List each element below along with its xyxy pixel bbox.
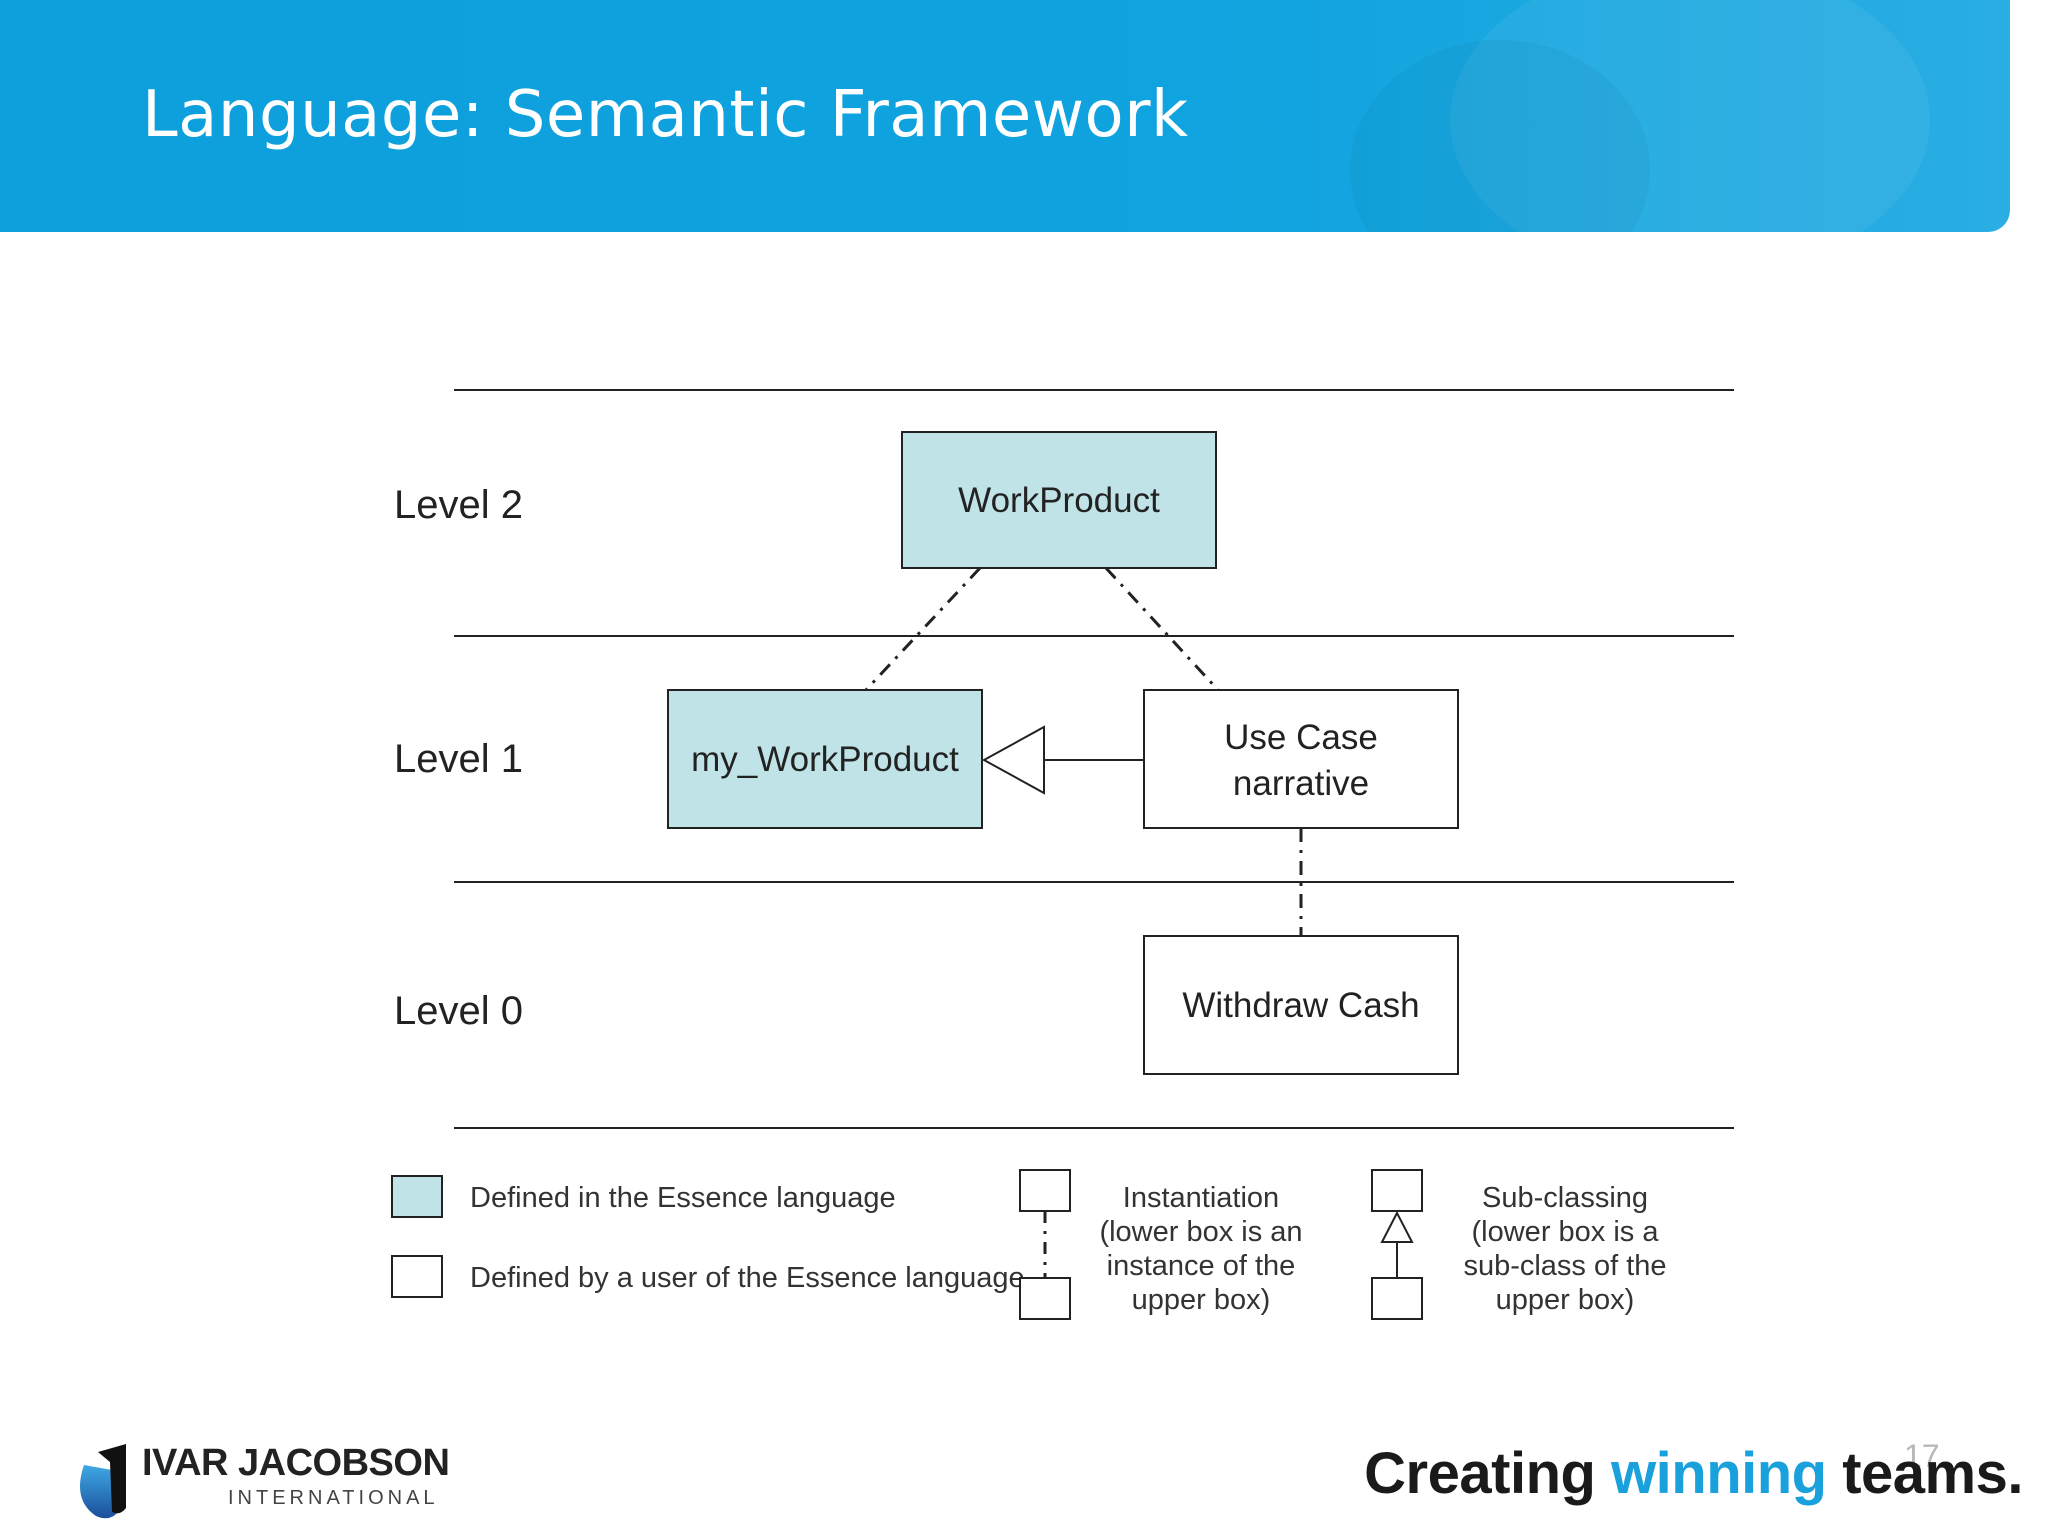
legend-instantiation-line1: Instantiation [1123,1182,1279,1214]
legend-subclassing-line3: sub-class of the [1463,1250,1666,1282]
withdraw-cash-box: Withdraw Cash [1143,935,1459,1075]
level-0-label: Level 0 [394,989,523,1033]
legend-instantiation-line2: (lower box is an [1099,1216,1302,1248]
tagline: Creating winning teams. [1364,1440,2023,1507]
withdraw-cash-label: Withdraw Cash [1182,986,1419,1025]
legend-subclassing-line4: upper box) [1496,1284,1635,1316]
my-workproduct-box: my_WorkProduct [667,689,983,829]
instantiation-connector [864,566,982,692]
banner-decoration [1450,0,1930,232]
page-number: 17 [1904,1438,1940,1474]
level-1-label: Level 1 [394,737,523,781]
legend-essence-text: Defined in the Essence language [470,1182,896,1214]
my-workproduct-label: my_WorkProduct [691,740,959,779]
legend-subclassing-icon [1371,1169,1423,1320]
legend-instantiation-line3: instance of the [1107,1250,1296,1282]
tagline-accent: winning [1611,1441,1827,1506]
use-case-label-line2: narrative [1233,764,1369,803]
legend-instantiation-line4: upper box) [1132,1284,1271,1316]
tagline-part1: Creating [1364,1441,1612,1506]
legend-subclassing-line2: (lower box is a [1472,1216,1660,1248]
use-case-narrative-box: Use Case narrative [1143,689,1459,829]
legend-user-text: Defined by a user of the Essence languag… [470,1262,1025,1294]
instantiation-connector [1104,566,1220,692]
legend-user-swatch [391,1255,443,1298]
level-2-label: Level 2 [394,483,523,527]
tagline-part2: teams. [1826,1441,2023,1506]
workproduct-label: WorkProduct [958,481,1160,520]
workproduct-box: WorkProduct [901,431,1217,569]
logo-name: IVAR JACOBSON [142,1442,450,1484]
title-banner: Language: Semantic Framework [0,0,2010,232]
legend-instantiation-icon [1019,1169,1071,1320]
legend-subclassing-line1: Sub-classing [1482,1182,1648,1214]
legend-essence-swatch [391,1175,443,1218]
logo-subtitle: INTERNATIONAL [228,1487,439,1509]
ivar-jacobson-logo-icon [80,1444,126,1519]
subclass-arrowhead [981,725,1045,795]
use-case-label-line1: Use Case [1224,718,1378,757]
slide-title: Language: Semantic Framework [142,78,1189,152]
